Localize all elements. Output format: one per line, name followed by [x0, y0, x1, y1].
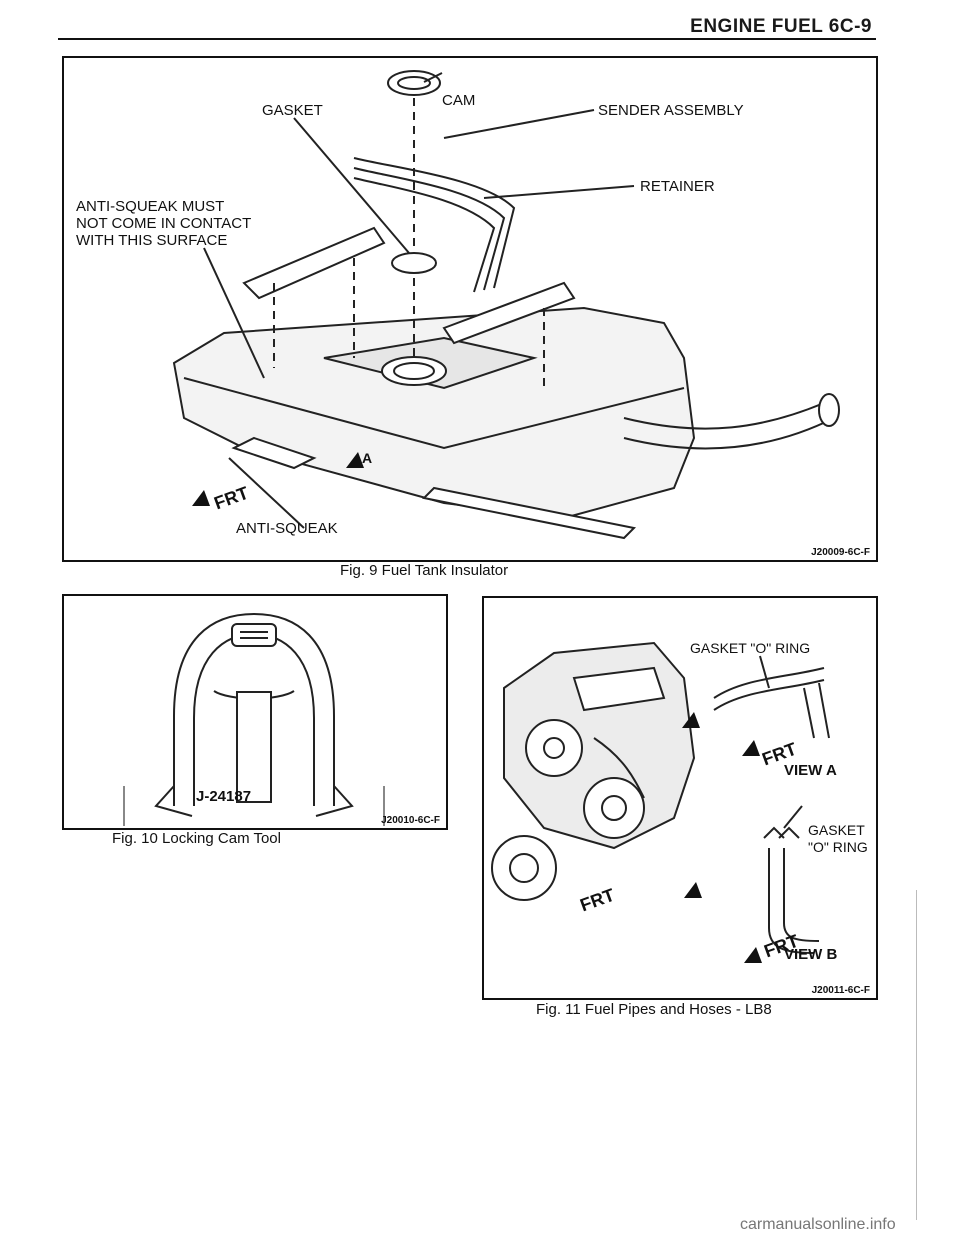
footer-watermark: carmanualsonline.info: [740, 1216, 896, 1233]
fig11-drawing: [491, 641, 830, 963]
fig10-code: J20010-6C-F: [381, 815, 440, 826]
label-retainer: RETAINER: [640, 178, 715, 195]
page-header-title: ENGINE FUEL 6C-9: [690, 16, 872, 37]
label-anti-squeak-note: ANTI-SQUEAK MUST NOT COME IN CONTACT WIT…: [76, 198, 252, 249]
header-rule: [58, 38, 876, 40]
fig11-code: J20011-6C-F: [811, 985, 870, 996]
fig9-code: J20009-6C-F: [811, 547, 870, 558]
label-cam: CAM: [442, 92, 476, 109]
fig11-caption: Fig. 11 Fuel Pipes and Hoses - LB8: [536, 1001, 772, 1018]
label-gasket: GASKET: [262, 102, 323, 119]
label-sender-assembly: SENDER ASSEMBLY: [598, 102, 744, 119]
fig10-frame: J-24187 J20010-6C-F: [62, 594, 448, 830]
fig9-drawing: [172, 70, 840, 540]
fig9-caption: Fig. 9 Fuel Tank Insulator: [340, 562, 509, 579]
view-b-label: VIEW B: [784, 946, 838, 963]
fig10-drawing: [123, 612, 385, 826]
view-a-label: VIEW A: [784, 762, 837, 779]
fig9-frame: GASKET CAM SENDER ASSEMBLY RETAINER ANTI…: [62, 56, 878, 562]
margin-line: [916, 890, 917, 1220]
fig11-frame: GASKET "O" RING GASKET "O" RING VIEW A V…: [482, 596, 878, 1000]
tool-label: J-24187: [196, 788, 252, 805]
label-anti-squeak: ANTI-SQUEAK: [236, 520, 338, 537]
fig10-caption: Fig. 10 Locking Cam Tool: [112, 830, 281, 847]
label-gasket-o-ring-side: GASKET "O" RING: [808, 822, 868, 855]
label-gasket-o-ring-top: GASKET "O" RING: [690, 640, 811, 656]
view-a-marker: A: [362, 450, 373, 466]
